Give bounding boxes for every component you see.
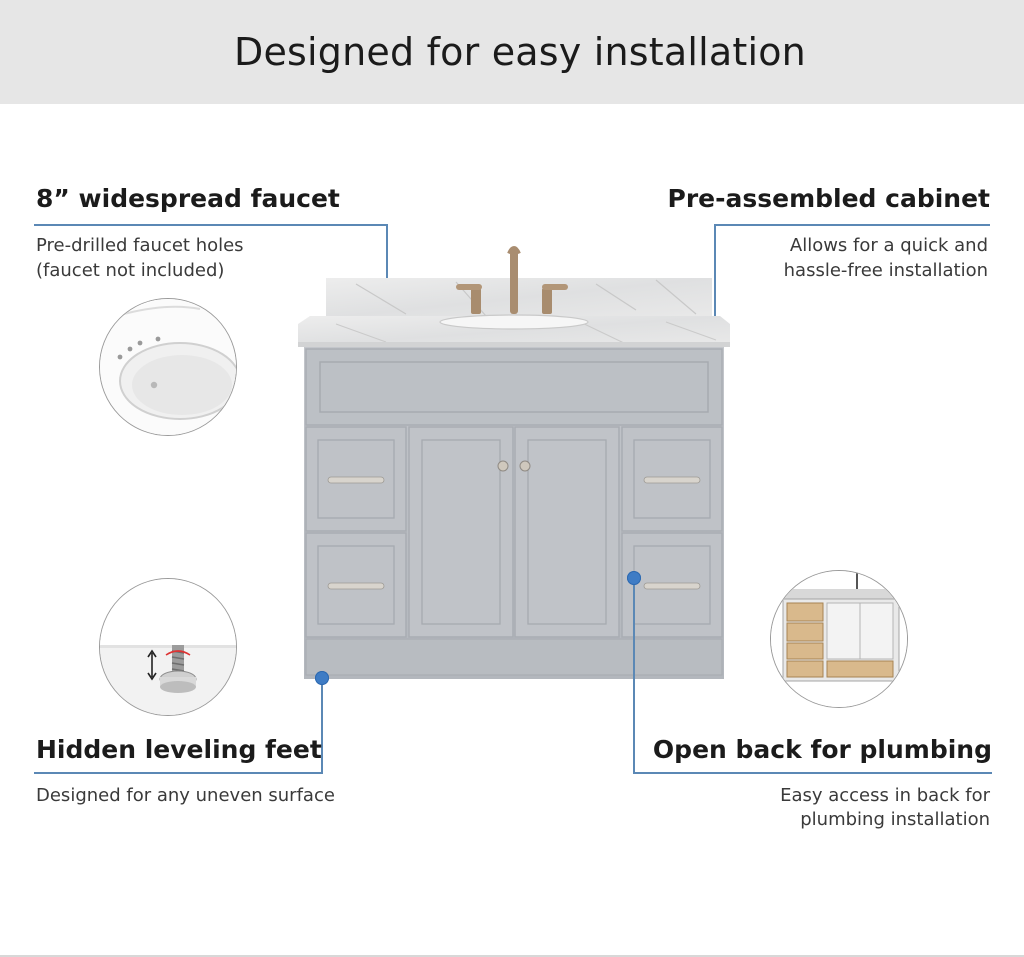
callout-line-plumbing-horizontal: [633, 772, 992, 774]
open-back-circle: [770, 570, 908, 708]
callout-line-feet-vertical: [321, 678, 323, 774]
sink-faucet-holes-icon: [100, 299, 236, 435]
callout-dot-plumbing: [627, 571, 641, 585]
callout-dot-feet: [315, 671, 329, 685]
feature-desc-cabinet-line1: Allows for a quick and: [789, 235, 988, 256]
feature-desc-plumbing-line1: Easy access in back for: [780, 785, 990, 806]
callout-line-feet-horizontal: [34, 772, 323, 774]
feature-desc-faucet-line1: Pre-drilled faucet holes: [36, 235, 244, 256]
feature-desc-cabinet-line2: hassle-free installation: [783, 260, 988, 281]
feature-desc-plumbing-line2: plumbing installation: [800, 809, 990, 830]
vanity-cabinet-illustration: [298, 246, 730, 679]
feature-title-faucet: 8” widespread faucet: [36, 184, 340, 213]
callout-line-cabinet-vertical: [714, 224, 716, 384]
leveling-foot-icon: [100, 579, 236, 715]
header-banner: Designed for easy installation: [0, 0, 1024, 104]
open-back-cabinet-icon: [771, 571, 907, 707]
callout-line-cabinet-horizontal: [714, 224, 990, 226]
callout-line-faucet-vertical: [386, 224, 388, 310]
page-title: Designed for easy installation: [234, 30, 806, 74]
callout-line-faucet-horizontal: [34, 224, 388, 226]
feature-desc-feet-line1: Designed for any uneven surface: [36, 785, 335, 806]
sink-detail-circle: [99, 298, 237, 436]
callout-line-plumbing-vertical: [633, 578, 635, 774]
feature-desc-faucet-line2: (faucet not included): [36, 260, 225, 281]
bottom-divider: [0, 955, 1024, 957]
feature-title-plumbing: Open back for plumbing: [652, 735, 992, 764]
leveling-foot-circle: [99, 578, 237, 716]
feature-title-feet: Hidden leveling feet: [36, 735, 322, 764]
feature-title-cabinet: Pre-assembled cabinet: [667, 184, 991, 213]
